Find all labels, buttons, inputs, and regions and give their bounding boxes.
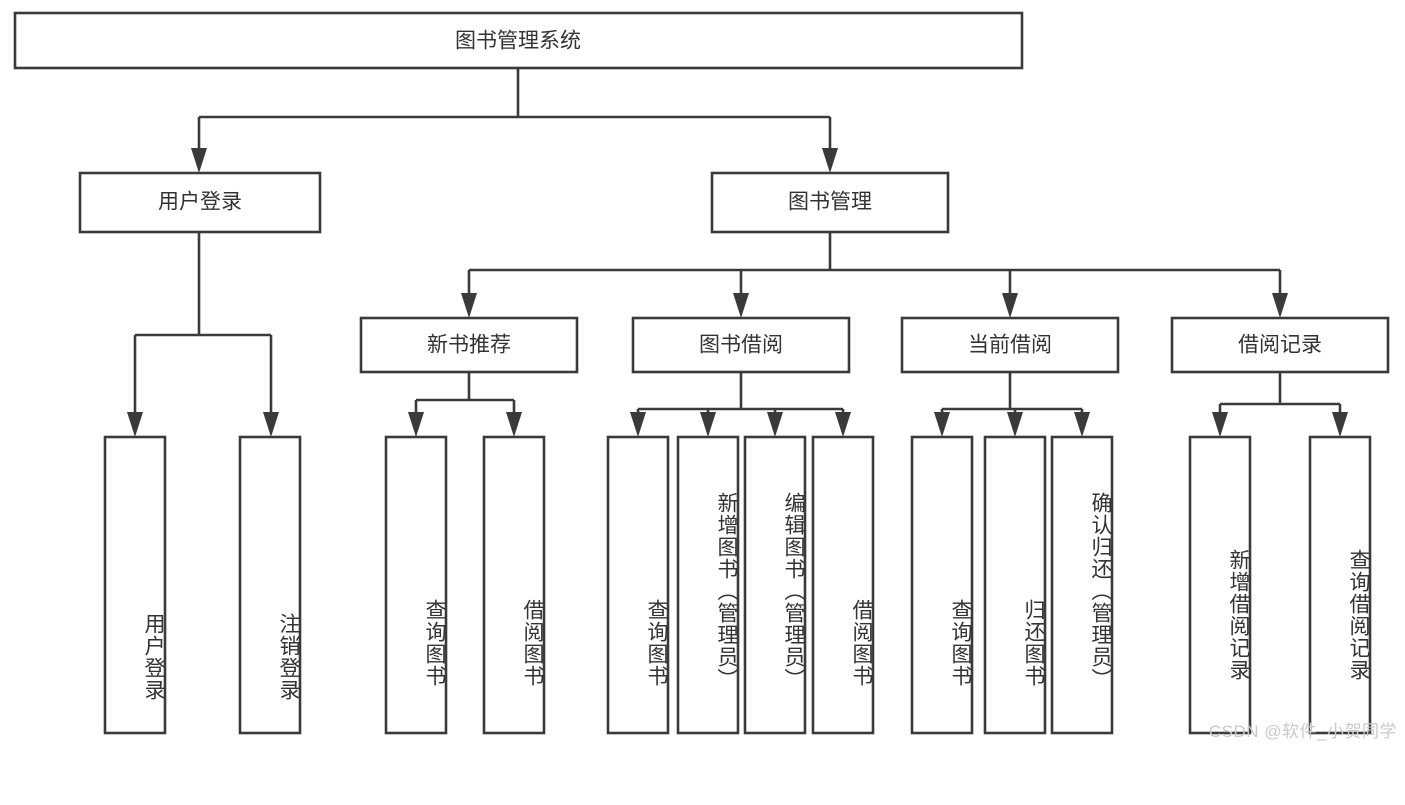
node-borrow-record[interactable] <box>1170 316 1390 374</box>
node-leaf-borrow-book-1[interactable] <box>482 435 546 735</box>
node-layer <box>13 11 1390 735</box>
node-book-manage[interactable] <box>710 171 950 234</box>
label-user-login: 用户登录 <box>158 191 242 214</box>
watermark: CSDN @软件_小贺同学 <box>1208 722 1397 741</box>
diagram-root: 图书管理系统 用户登录 图书管理 新书推荐 图书借阅 当前借阅 借阅记录 用户登… <box>13 11 1397 741</box>
arrow-leaf-user-login <box>127 412 143 437</box>
node-leaf-user-login[interactable] <box>103 435 167 735</box>
arrow-leaf-return-book <box>1007 412 1023 437</box>
node-leaf-add-record[interactable] <box>1188 435 1252 735</box>
node-leaf-query-record[interactable] <box>1308 435 1372 735</box>
arrow-leaf-query-book-1 <box>408 412 424 437</box>
arrow-leaf-add-book <box>700 412 716 437</box>
arrow-leaf-edit-book <box>767 412 783 437</box>
node-book-borrow[interactable] <box>631 316 851 374</box>
label-book-borrow: 图书借阅 <box>699 334 783 357</box>
node-user-login[interactable] <box>78 171 322 234</box>
node-leaf-confirm-return[interactable] <box>1050 435 1114 735</box>
node-leaf-return-book[interactable] <box>983 435 1047 735</box>
arrow-to-current-borrow <box>1002 293 1018 318</box>
node-new-book-rec[interactable] <box>359 316 579 374</box>
node-leaf-query-book-2[interactable] <box>606 435 670 735</box>
arrow-leaf-query-record <box>1332 412 1348 437</box>
arrow-to-book-borrow <box>733 293 749 318</box>
arrow-to-book-manage <box>822 148 838 173</box>
connector-layer <box>127 68 1348 437</box>
arrow-leaf-borrow-book-1 <box>506 412 522 437</box>
node-current-borrow[interactable] <box>900 316 1120 374</box>
label-root: 图书管理系统 <box>455 30 581 53</box>
arrow-leaf-add-record <box>1212 412 1228 437</box>
label-current-borrow: 当前借阅 <box>968 334 1052 357</box>
arrow-leaf-confirm-return <box>1074 412 1090 437</box>
node-leaf-query-book-3[interactable] <box>910 435 974 735</box>
arrow-leaf-query-book-2 <box>630 412 646 437</box>
label-new-book-rec: 新书推荐 <box>427 334 511 357</box>
label-borrow-record: 借阅记录 <box>1238 334 1322 357</box>
horizontal-label-layer: 图书管理系统 用户登录 图书管理 新书推荐 图书借阅 当前借阅 借阅记录 <box>158 30 1322 357</box>
node-leaf-edit-book[interactable] <box>743 435 807 735</box>
arrow-to-new-book-rec <box>461 293 477 318</box>
arrow-leaf-borrow-book-2 <box>835 412 851 437</box>
label-book-manage: 图书管理 <box>788 191 872 214</box>
node-leaf-add-book[interactable] <box>676 435 740 735</box>
arrow-to-user-login <box>191 148 207 173</box>
node-leaf-user-logout[interactable] <box>238 435 302 735</box>
diagram-canvas: 图书管理系统 用户登录 图书管理 新书推荐 图书借阅 当前借阅 借阅记录 <box>13 11 1390 735</box>
node-leaf-borrow-book-2[interactable] <box>811 435 875 735</box>
node-root[interactable] <box>13 11 1024 70</box>
node-leaf-query-book-1[interactable] <box>384 435 448 735</box>
arrow-to-borrow-record <box>1272 293 1288 318</box>
arrow-leaf-user-logout <box>263 412 279 437</box>
arrow-leaf-query-book-3 <box>934 412 950 437</box>
